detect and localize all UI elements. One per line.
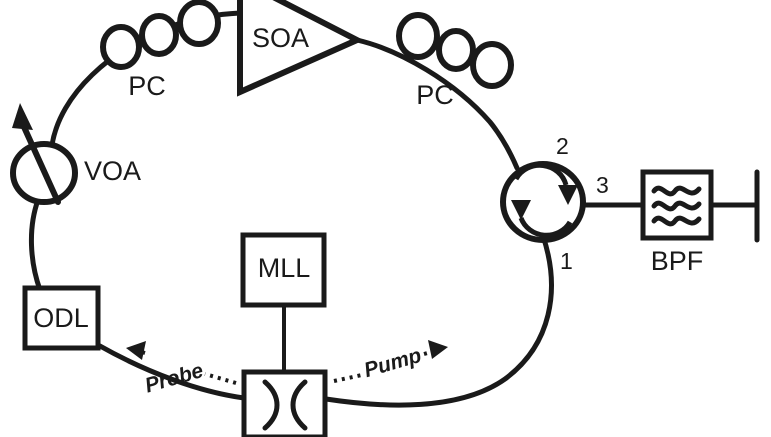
pc-right-loop-2 — [436, 28, 476, 72]
circulator-symbol — [500, 161, 586, 243]
circulator-port-3-label: 3 — [596, 172, 609, 198]
ring-segment-soa-to-circulator — [354, 37, 520, 171]
circulator-port-1-label: 1 — [560, 248, 573, 274]
pc-left-loop-1 — [100, 24, 142, 70]
bpf-wave-3 — [651, 215, 702, 227]
pc-right-loop-3 — [470, 41, 514, 89]
bpf-symbol — [640, 169, 714, 241]
pc-right-loop-1 — [396, 12, 440, 60]
soa-symbol — [237, 0, 364, 97]
mll-label: MLL — [258, 253, 311, 283]
pc-right-label: PC — [416, 80, 454, 110]
odl-label: ODL — [33, 303, 89, 333]
circulator-arc-lower — [518, 217, 573, 238]
pc-left-loop-3 — [177, 0, 221, 47]
pc-left-label: PC — [128, 71, 166, 101]
circulator-port-2-label: 2 — [556, 133, 569, 159]
voa-symbol — [10, 103, 78, 205]
voa-attenuator-slash — [21, 124, 61, 205]
probe-label: Probe — [142, 359, 206, 398]
pc-left-loop-2 — [139, 13, 179, 57]
probe-dotted-trail — [204, 372, 237, 385]
pc-right-symbol — [396, 12, 514, 89]
circulator-arrow-head-left — [511, 200, 531, 220]
pump-dotted-lead2 — [423, 350, 432, 356]
ring-segment-coupler-to-odl — [97, 343, 247, 401]
mll-box — [240, 232, 327, 308]
pc-left-symbol — [100, 0, 221, 70]
bpf-wave-2 — [651, 200, 702, 212]
coupler-box — [241, 369, 328, 437]
circulator-arc-upper — [513, 162, 569, 186]
bpf-label: BPF — [651, 246, 704, 276]
pump-flow-annotation: Pump — [333, 340, 448, 383]
ring-segment-circulator-to-coupler — [323, 233, 554, 408]
coupler-arc-left — [262, 379, 280, 431]
ring-segment-odl-to-voa — [29, 197, 43, 293]
soa-label: SOA — [252, 23, 309, 53]
coupler-symbol — [241, 369, 328, 437]
bpf-wave-1 — [651, 185, 702, 197]
circulator-arrow-head-right — [558, 185, 578, 205]
voa-arrow-head — [12, 103, 33, 130]
odl-box — [22, 285, 101, 351]
pump-label: Pump — [362, 344, 425, 382]
pump-dotted-trail — [333, 373, 363, 383]
voa-label: VOA — [84, 156, 141, 186]
pump-arrow-head — [428, 340, 448, 359]
probe-arrow-head — [126, 341, 146, 360]
coupler-arc-right — [290, 379, 308, 431]
probe-dotted-lead2 — [137, 349, 146, 355]
